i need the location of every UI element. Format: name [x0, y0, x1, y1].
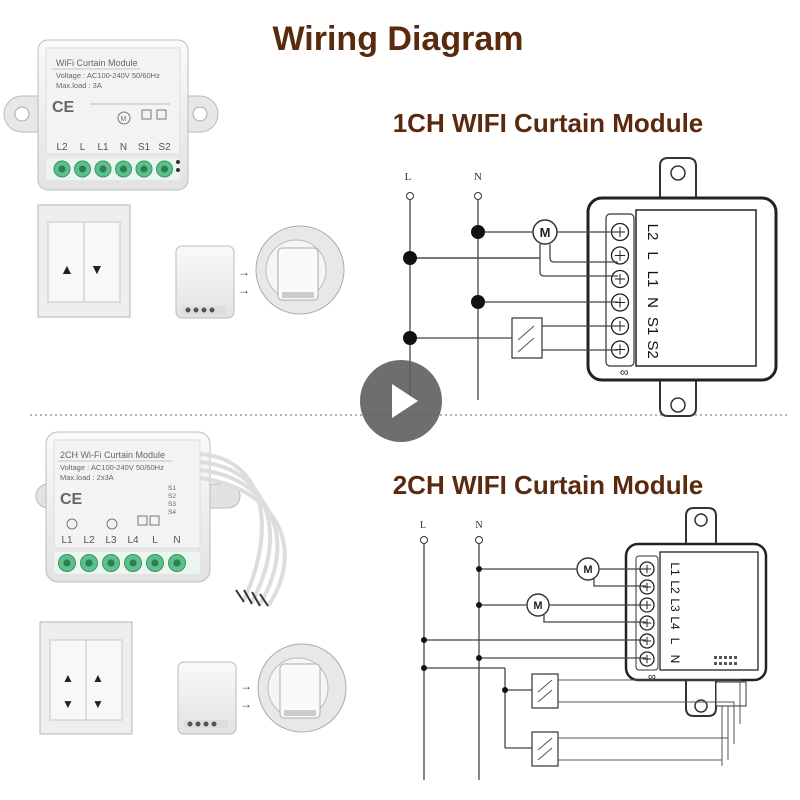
green-terminal — [80, 554, 98, 572]
green-terminal — [94, 160, 112, 178]
ch2-device-side-terminal-label: S3 — [168, 501, 176, 508]
ch1-diagram-terminal-label: L1 — [644, 271, 661, 288]
ch1-diagram-terminal-label: N — [644, 297, 661, 308]
ch1-device-terminal-label: L1 — [97, 142, 109, 153]
ch2-heading: 2CH WIFI Curtain Module — [393, 470, 704, 500]
ch1-wall-switch: ▲ ▼ — [37, 204, 131, 318]
ch2-device-terminal-label: L2 — [83, 535, 95, 546]
terminal-screw — [639, 579, 655, 595]
ch1-diagram-terminal-label: L2 — [644, 224, 661, 241]
ch2-install-illustration: → → — [177, 643, 347, 735]
terminal-screw — [639, 651, 655, 667]
ch2-footer-symbol: ∞ — [648, 671, 656, 683]
ch2-diagram-terminal-label: L4 — [668, 616, 682, 630]
play-icon — [392, 384, 418, 418]
green-terminal — [135, 160, 153, 178]
green-terminal — [115, 160, 132, 178]
ch1-device-terminal-label: L — [80, 142, 86, 153]
ce-mark-icon: CE — [60, 491, 83, 508]
ch1-line-label-l: L — [405, 171, 412, 183]
green-terminal — [58, 554, 76, 572]
green-terminal — [124, 554, 142, 572]
ch1-install-illustration: → → — [175, 225, 345, 319]
ch1-device-photo: WiFi Curtain Module Voltage : AC100-240V… — [3, 39, 219, 191]
terminal-screw — [610, 293, 630, 312]
ch2-device-terminal-label: L3 — [105, 535, 117, 546]
ch1-device-terminal-label: S2 — [158, 142, 171, 153]
arrow-up-icon: ▲ — [60, 261, 74, 277]
terminal-screw — [639, 615, 655, 631]
ch2-device-maxload: Max.load : 2x3A — [60, 473, 114, 482]
arrow-right-icon: → — [240, 697, 252, 711]
ch1-device-maxload: Max.load : 3A — [56, 81, 102, 90]
ch1-device-terminal-label: S1 — [138, 142, 151, 153]
arrow-down-icon: ▼ — [62, 697, 74, 711]
ch1-diagram-terminal-label: S1 — [644, 317, 661, 335]
ch2-device-terminal-label: L — [152, 535, 158, 546]
green-terminal — [156, 160, 173, 178]
ch2-device-terminal-label: L1 — [61, 535, 73, 546]
green-terminal — [102, 554, 120, 572]
green-terminal — [74, 160, 91, 178]
page-title: Wiring Diagram — [273, 20, 524, 58]
ch2-wall-switch: ▲ ▼ ▲ ▼ — [39, 621, 133, 735]
ch1-motor-label: M — [540, 225, 551, 240]
green-terminal — [168, 554, 186, 572]
ch1-device-terminal-label: N — [120, 142, 127, 153]
ch1-diagram-terminal-label: L — [644, 251, 661, 259]
ch1-diagram-terminal-label: S2 — [644, 340, 661, 358]
play-button[interactable] — [360, 360, 442, 442]
arrow-up-icon: ▲ — [62, 671, 74, 685]
arrow-right-icon: → — [238, 283, 250, 297]
ch2-device-terminal-label: N — [173, 535, 180, 546]
arrow-down-icon: ▼ — [92, 697, 104, 711]
ch1-device-name: WiFi Curtain Module — [56, 58, 138, 68]
svg-text:M: M — [121, 116, 127, 123]
arrow-right-icon: → — [240, 679, 252, 693]
ch2-diagram-terminal-label: L2 — [668, 580, 682, 594]
green-terminal — [146, 554, 164, 572]
arrow-up-icon: ▲ — [92, 671, 104, 685]
ch2-diagram-terminal-label: L1 — [668, 562, 682, 576]
arrow-right-icon: → — [238, 265, 250, 279]
ch2-diagram-terminal-label: N — [668, 655, 682, 664]
terminal-screw — [610, 269, 630, 289]
ch2-device-side-terminal-label: S4 — [168, 509, 176, 516]
ch2-device-side-terminal-label: S2 — [168, 493, 176, 500]
ch2-device-voltage: Voltage : AC100-240V 50/60Hz — [60, 463, 164, 472]
ch2-line-label-n: N — [475, 520, 482, 531]
ch1-heading: 1CH WIFI Curtain Module — [393, 108, 704, 138]
terminal-screw — [639, 633, 655, 649]
ch2-device-photo: 2CH Wi-Fi Curtain Module Voltage : AC100… — [35, 431, 287, 608]
ch2-diagram-terminal-label: L — [668, 638, 682, 645]
ch1-line-label-n: N — [474, 171, 482, 183]
ch1-footer-symbol: ∞ — [620, 365, 629, 379]
green-terminal — [53, 160, 71, 178]
ch2-device-terminal-label: L4 — [127, 535, 139, 546]
ch2-device-name: 2CH Wi-Fi Curtain Module — [60, 450, 165, 460]
ch2-motor-2-label: M — [533, 600, 542, 612]
arrow-down-icon: ▼ — [90, 261, 104, 277]
ch2-motor-1-label: M — [583, 564, 592, 576]
ce-mark-icon: CE — [52, 99, 75, 116]
ch2-diagram-terminal-label: L3 — [668, 598, 682, 612]
ch2-line-label-l: L — [420, 520, 426, 531]
ch2-device-side-terminal-label: S1 — [168, 485, 176, 492]
ch1-device-voltage: Voltage : AC100-240V 50/60Hz — [56, 71, 160, 80]
ch1-device-terminal-label: L2 — [56, 142, 68, 153]
terminal-screw — [610, 246, 630, 265]
